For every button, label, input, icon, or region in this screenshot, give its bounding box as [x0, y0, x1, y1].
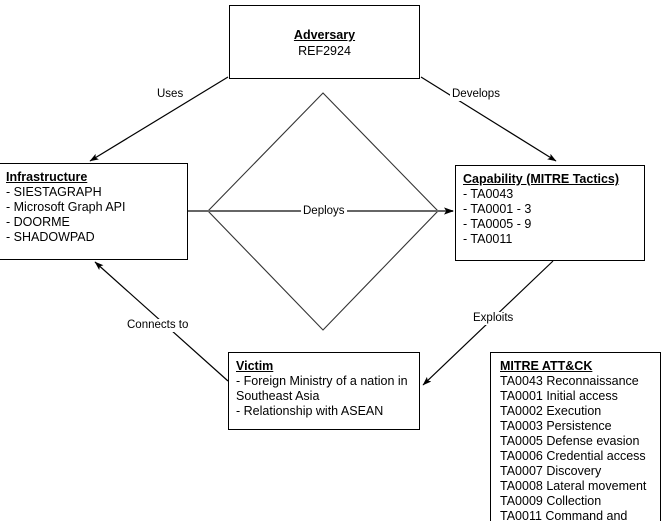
legend-line-9: TA0011 Command and control — [500, 509, 628, 521]
capability-line-2: - TA0005 - 9 — [463, 217, 532, 231]
legend-line-7: TA0008 Lateral movement — [500, 479, 647, 493]
edge-label-exploits: Exploits — [471, 312, 516, 325]
diamond-shape — [207, 92, 439, 331]
infrastructure-line-0: - SIESTAGRAPH — [6, 185, 102, 199]
node-capability[interactable]: Capability (MITRE Tactics) - TA0043 - TA… — [455, 165, 645, 261]
legend-line-5: TA0006 Credential access — [500, 449, 646, 463]
node-infrastructure[interactable]: Infrastructure - SIESTAGRAPH - Microsoft… — [0, 163, 188, 260]
infrastructure-line-2: - DOORME — [6, 215, 70, 229]
victim-line-0: - Foreign Ministry of a nation in — [236, 374, 408, 388]
victim-line-1: Southeast Asia — [236, 389, 320, 403]
edge-label-connects-to: Connects to — [125, 319, 191, 332]
node-adversary[interactable]: Adversary REF2924 — [229, 5, 420, 79]
legend-line-6: TA0007 Discovery — [500, 464, 602, 478]
legend-line-4: TA0005 Defense evasion — [500, 434, 640, 448]
legend-line-0: TA0043 Reconnaissance — [500, 374, 639, 388]
edge-label-develops: Develops — [450, 88, 502, 101]
infrastructure-line-3: - SHADOWPAD — [6, 230, 95, 244]
node-victim[interactable]: Victim - Foreign Ministry of a nation in… — [228, 352, 420, 430]
legend-line-8: TA0009 Collection — [500, 494, 602, 508]
infrastructure-line-1: - Microsoft Graph API — [6, 200, 126, 214]
capability-line-1: - TA0001 - 3 — [463, 202, 532, 216]
adversary-line-0: REF2924 — [298, 44, 351, 58]
legend-title: MITRE ATT&CK — [500, 359, 593, 373]
legend-line-3: TA0003 Persistence — [500, 419, 612, 433]
victim-line-2: - Relationship with ASEAN — [236, 404, 384, 418]
infrastructure-title: Infrastructure — [6, 170, 88, 184]
legend-line-1: TA0001 Initial access — [500, 389, 618, 403]
capability-title: Capability (MITRE Tactics) — [463, 172, 620, 186]
legend-line-2: TA0002 Execution — [500, 404, 602, 418]
edge-develops — [420, 76, 557, 162]
capability-line-3: - TA0011 — [463, 232, 513, 246]
edge-label-uses: Uses — [155, 88, 186, 101]
victim-title: Victim — [236, 359, 274, 373]
capability-line-0: - TA0043 — [463, 187, 514, 201]
legend-mitre-attack[interactable]: MITRE ATT&CK TA0043 Reconnaissance TA000… — [490, 352, 661, 521]
edge-label-deploys: Deploys — [301, 205, 347, 218]
edge-uses — [89, 76, 229, 162]
adversary-title: Adversary — [293, 28, 356, 42]
